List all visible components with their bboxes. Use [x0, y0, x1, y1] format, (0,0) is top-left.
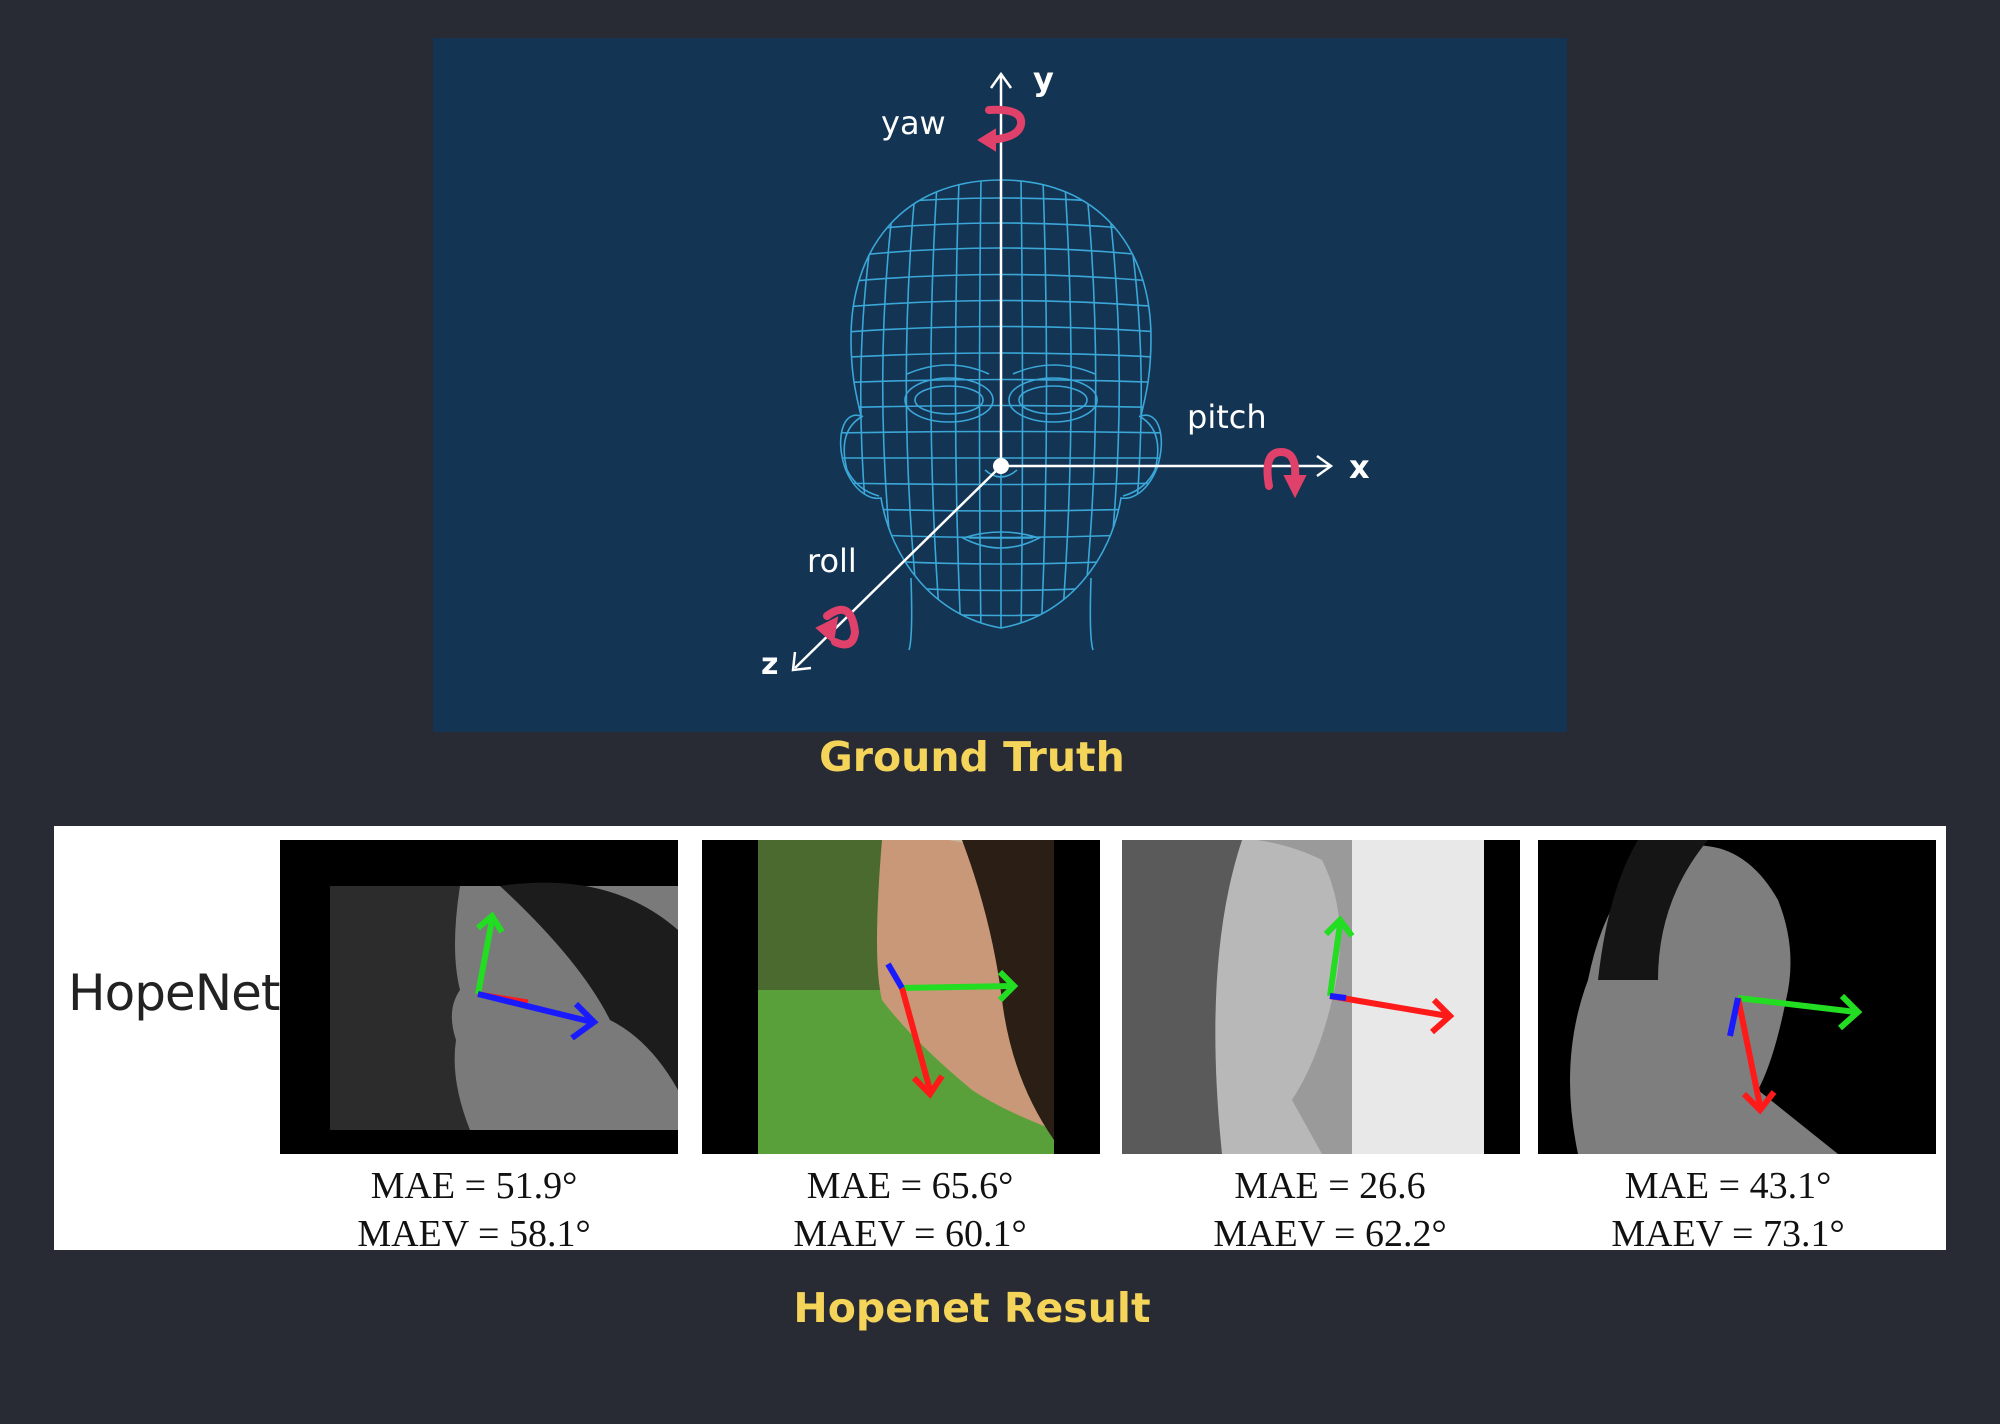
pose-axis-z: [1727, 997, 1741, 1037]
pose-axis-x: [899, 987, 933, 1091]
sample-2-metrics: MAE = 65.6° MAEV = 60.1°: [700, 1162, 1120, 1258]
mae-value: MAE = 51.9°: [370, 1165, 578, 1207]
sample-image-2: [702, 840, 1100, 1154]
method-label: HopeNet: [68, 964, 280, 1022]
maev-value: MAEV = 58.1°: [357, 1213, 591, 1255]
z-axis-arrowhead: [791, 651, 812, 672]
y-axis-label: y: [1033, 60, 1054, 98]
pitch-label: pitch: [1187, 398, 1267, 436]
hopenet-result-caption: Hopenet Result: [793, 1284, 1151, 1332]
pose-axis-y: [475, 919, 495, 995]
pose-axis-y: [1737, 995, 1857, 1015]
sample-image-1: [280, 840, 678, 1154]
sample-image-4: [1538, 840, 1936, 1154]
pose-axis-x: [1329, 993, 1449, 1019]
origin-point: [993, 458, 1009, 474]
sample-image-3: [1122, 840, 1520, 1154]
ground-truth-figure: y x z yaw pitch roll: [433, 38, 1567, 732]
mae-value: MAE = 43.1°: [1624, 1165, 1832, 1207]
hopenet-result-figure: HopeNet: [54, 826, 1946, 1255]
pose-axis-x: [1735, 997, 1763, 1107]
yaw-label: yaw: [881, 104, 946, 142]
maev-value: MAEV = 73.1°: [1611, 1213, 1845, 1255]
pose-axis-z: [477, 991, 593, 1025]
pitch-rotation-icon: [1263, 447, 1307, 499]
pose-axis-y: [901, 983, 1013, 991]
face-silhouette: [1570, 845, 1838, 1154]
roll-label: roll: [807, 542, 857, 580]
maev-value: MAEV = 60.1°: [793, 1213, 1027, 1255]
sample-3-metrics: MAE = 26.6 MAEV = 62.2°: [1120, 1162, 1540, 1258]
sample-1-metrics: MAE = 51.9° MAEV = 58.1°: [264, 1162, 684, 1258]
coordinate-axes: [791, 71, 1334, 672]
pose-axis-y: [1327, 923, 1343, 997]
x-axis-label: x: [1349, 448, 1370, 486]
z-axis-label: z: [761, 647, 778, 682]
x-axis-arrowhead: [1316, 454, 1334, 478]
maev-value: MAEV = 62.2°: [1213, 1213, 1447, 1255]
pose-axis-z: [1329, 993, 1347, 1001]
pose-axis-z: [885, 962, 905, 990]
roll-rotation-icon: [815, 605, 860, 649]
sample-4-metrics: MAE = 43.1° MAEV = 73.1°: [1518, 1162, 1938, 1258]
y-axis-arrowhead: [989, 71, 1013, 89]
yaw-rotation-icon: [977, 105, 1026, 152]
mae-value: MAE = 26.6: [1234, 1165, 1426, 1207]
head-pose-axes-diagram: y x z yaw pitch roll: [761, 60, 1370, 682]
mae-value: MAE = 65.6°: [806, 1165, 1014, 1207]
ground-truth-caption: Ground Truth: [819, 733, 1125, 781]
